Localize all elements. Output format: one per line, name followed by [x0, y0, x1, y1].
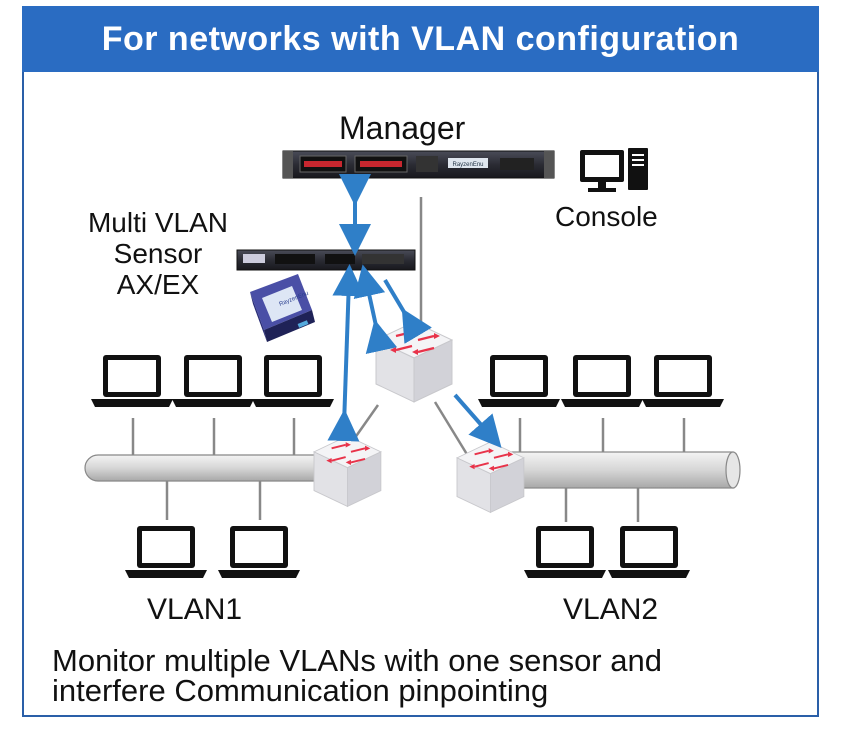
- page-title: For networks with VLAN configuration: [101, 20, 740, 58]
- console-icon: [580, 148, 648, 192]
- laptop-icon: [642, 355, 724, 407]
- sensor-rack-icon: [236, 249, 416, 271]
- laptop-icon: [478, 355, 560, 407]
- core-vlan2-arrow: [453, 393, 502, 449]
- laptop-icon: [608, 526, 690, 578]
- vlan1-switch-icon: [313, 435, 382, 508]
- core-to-left-switch-cable: [350, 404, 380, 443]
- laptop-icon: [524, 526, 606, 578]
- manager-brand-text: RayzenEnu: [452, 162, 483, 168]
- vlan2-label: VLAN2: [563, 593, 659, 626]
- sensor-appliance-icon: RayzenEnu: [250, 274, 315, 342]
- sensor-vlan1-arrow: [327, 264, 365, 442]
- sensor-label-line3: AX/EX: [116, 269, 200, 300]
- laptop-icon: [172, 355, 254, 407]
- diagram-caption: Monitor multiple VLANs with one sensor a…: [52, 643, 812, 708]
- vlan2-segment-pipe: [504, 451, 741, 489]
- caption-line1: Monitor multiple VLANs with one sensor a…: [52, 643, 662, 678]
- sensor-label-line1: Multi VLAN: [87, 207, 229, 238]
- core-switch-icon: [374, 320, 454, 404]
- core-to-right-switch-cable: [433, 401, 470, 457]
- laptop-icon: [218, 526, 300, 578]
- sensor-label: Multi VLAN Sensor AX/EX: [66, 207, 250, 300]
- sensor-core-arrow-2: [383, 278, 432, 344]
- manager-server-icon: RayzenEnu: [282, 150, 555, 179]
- vlan1-label: VLAN1: [147, 593, 243, 626]
- console-label: Console: [555, 201, 658, 232]
- mirror-arrows: [327, 174, 502, 449]
- header-banner: For networks with VLAN configuration: [22, 6, 819, 72]
- laptop-icon: [252, 355, 334, 407]
- vlan1-segment-pipe: [84, 454, 336, 482]
- laptop-icon: [125, 526, 207, 578]
- laptop-icon: [91, 355, 173, 407]
- manager-label: Manager: [339, 110, 466, 146]
- caption-line2: interfere Communication pinpointing: [52, 673, 549, 708]
- laptop-icon: [561, 355, 643, 407]
- sensor-core-arrow: [353, 264, 398, 355]
- sensor-label-line2: Sensor: [113, 238, 203, 269]
